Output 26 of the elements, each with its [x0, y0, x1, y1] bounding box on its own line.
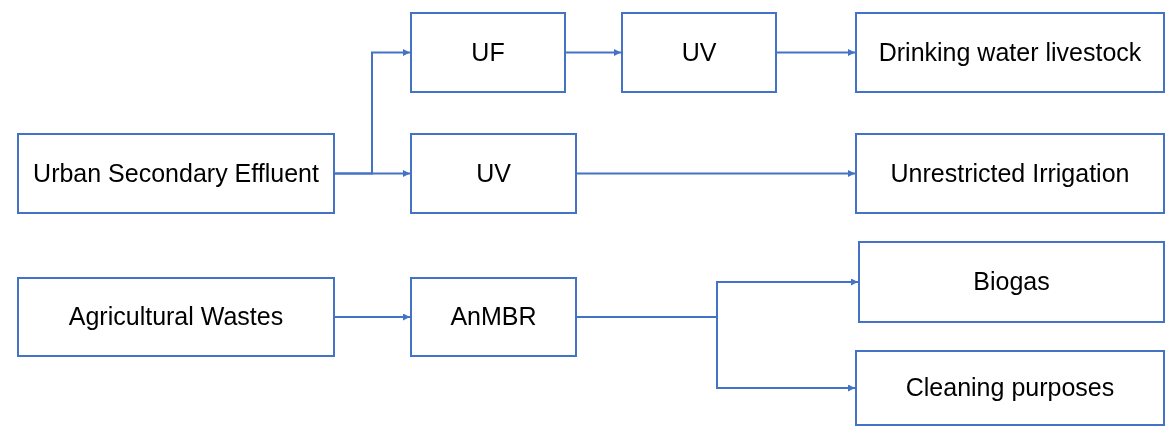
process-box	[855, 133, 1165, 214]
process-box	[17, 133, 335, 214]
box-label: UF	[471, 36, 505, 68]
process-box	[621, 12, 777, 93]
process-box	[855, 350, 1165, 426]
arrow	[334, 313, 411, 321]
process-box	[410, 277, 577, 357]
process-box	[410, 12, 566, 93]
process-box	[17, 277, 335, 357]
box-label: UV	[681, 36, 717, 68]
box-label: Unrestricted Irrigation	[890, 157, 1130, 189]
box-label: Cleaning purposes	[905, 372, 1115, 404]
process-box	[858, 241, 1165, 323]
box-label: AnMBR	[450, 301, 537, 333]
box-label: Urban Secondary Effluent	[33, 157, 319, 189]
arrow	[576, 170, 856, 177]
process-box	[855, 12, 1165, 93]
process-box	[410, 133, 577, 214]
box-label: Biogas	[973, 266, 1050, 298]
arrow	[565, 49, 622, 56]
box-label: Agricultural Wastes	[68, 301, 284, 333]
arrow	[334, 170, 411, 177]
box-label: UV	[476, 157, 511, 189]
arrow	[776, 49, 856, 56]
arrow	[576, 316, 856, 392]
box-label: Drinking water livestock	[878, 36, 1142, 68]
